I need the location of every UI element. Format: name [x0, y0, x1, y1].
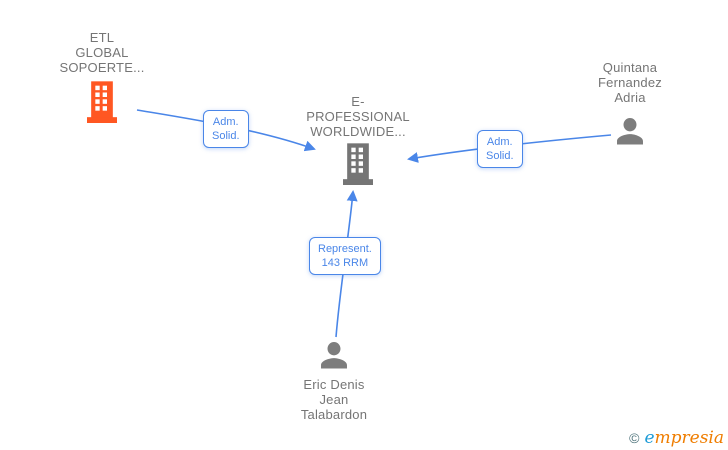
edge-label-represent-143-rrm: Represent. 143 RRM — [309, 237, 381, 275]
person-icon — [321, 342, 347, 369]
node-eric-denis-jean-talabardon[interactable]: Eric Denis Jean Talabardon — [259, 336, 409, 422]
node-label: Quintana Fernandez Adria — [598, 60, 662, 105]
node-label: E- PROFESSIONAL WORLDWIDE... — [306, 94, 410, 139]
empresia-logo: © empresia — [629, 429, 724, 447]
edge-label-adm-solid-left: Adm. Solid. — [203, 110, 249, 148]
node-label: Eric Denis Jean Talabardon — [300, 377, 368, 422]
node-label: ETL GLOBAL SOPOERTE... — [59, 30, 145, 75]
building-icon — [87, 81, 117, 123]
building-icon — [343, 143, 373, 185]
edge-label-adm-solid-right: Adm. Solid. — [477, 130, 523, 168]
person-icon — [617, 118, 643, 145]
copyright-icon: © — [629, 430, 640, 446]
brand-text: empresia — [644, 428, 724, 448]
node-quintana-fernandez-adria[interactable]: Quintana Fernandez Adria — [555, 60, 705, 150]
node-etl-global-sopoerte[interactable]: ETL GLOBAL SOPOERTE... — [27, 30, 177, 125]
node-e-professional-worldwide[interactable]: E- PROFESSIONAL WORLDWIDE... — [283, 94, 433, 187]
